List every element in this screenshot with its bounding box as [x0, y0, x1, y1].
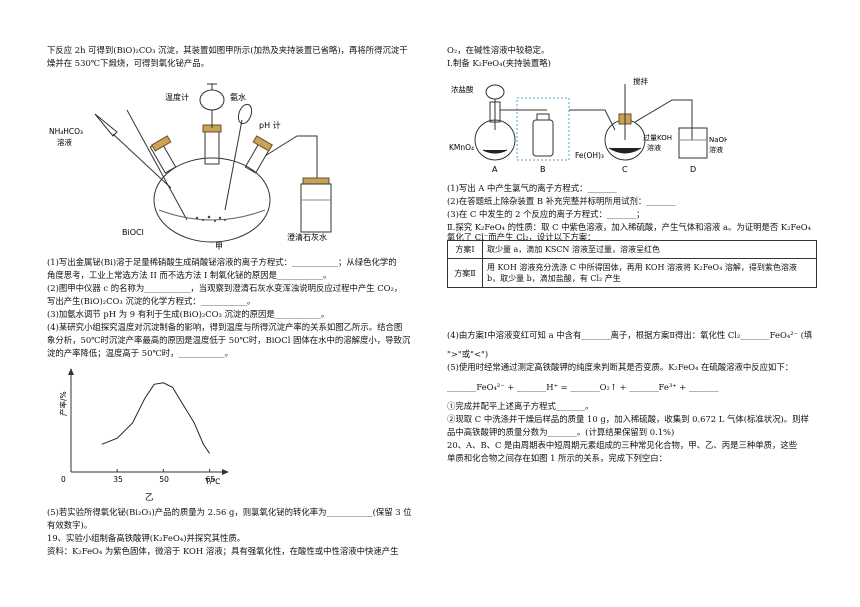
scheme-2-header: 方案Ⅱ — [447, 258, 483, 288]
q1-line2: 角度思考，工业上常选方法 II 而不选方法 I 制氧化铋的原因是________… — [47, 270, 332, 280]
right-text-2: Ⅰ.制备 K₂FeO₄(夹持装置略) — [447, 58, 551, 68]
r-q4-line2: ">"或"<") — [447, 349, 489, 359]
label-stir: 搅拌 — [633, 76, 648, 86]
label-ammonia: 氨水 — [230, 92, 246, 102]
table-row: 方案Ⅱ 用 KOH 溶液充分洗涤 C 中所得固体，再用 KOH 溶液将 K₂Fe… — [447, 258, 817, 288]
left-text-1: 下反应 2h 可得到(BiO)₂CO₃ 沉淀，其装置如图甲所示(加热及夹持装置已… — [47, 45, 408, 55]
figure-caption-yi: 乙 — [145, 493, 154, 503]
yield-curve — [101, 382, 211, 454]
q3-line: (3)加氨水调节 pH 为 9 有利于生成(BiO)₂CO₃ 沉淀的原因是___… — [47, 309, 330, 319]
yield-temperature-chart: 产率/% T/℃ 0 35 50 65 乙 — [58, 368, 229, 503]
label-koh-line1: 过量KOH — [643, 133, 672, 142]
y-axis-label: 产率/% — [58, 391, 68, 416]
label-nh4hco3-line2: 溶液 — [57, 137, 72, 147]
label-d: D — [690, 165, 696, 174]
label-ph-meter: pH 计 — [259, 120, 281, 130]
r-q20-line2: 单质和化合物之间存在如图 1 所示的关系，完成下列空白： — [447, 453, 668, 463]
q4-line1: (4)某研究小组探究温度对沉淀制备的影响，得到温度与所得沉淀产率的关系如图乙所示… — [47, 322, 403, 332]
label-kmno4: KMnO₄ — [449, 143, 474, 152]
bottle-b-placeholder — [516, 97, 570, 161]
apparatus-figure-jia: 温度计 氨水 pH 计 NH₄HCO₃ 溶液 BiOCl 澄清石灰水 甲 — [49, 83, 332, 250]
r-part2-line2: 氧化了 Cl⁻而产生 Cl₂，设计以下方案： — [447, 232, 596, 242]
label-a: A — [492, 165, 498, 174]
q4-line2: 象分析，50℃时沉淀产率最高的原因是温度低于 50℃时，BiOCl 固体在水中的… — [47, 335, 411, 345]
label-naoh-line2: 溶液 — [709, 145, 723, 154]
info-line: 资料：K₂FeO₄ 为紫色固体，微溶于 KOH 溶液；具有强氧化性，在酸性或中性… — [47, 546, 399, 556]
label-b: B — [540, 165, 546, 174]
r-q5-sub1: ①完成并配平上述离子方程式_______。 — [447, 401, 594, 411]
scheme-1-header: 方案Ⅰ — [447, 240, 483, 259]
label-c: C — [622, 165, 628, 174]
q1-line1: (1)写出金属铋(Bi)溶于足量稀硝酸生成硝酸铋溶液的离子方程式：_______… — [47, 257, 397, 267]
r-q4-line1: (4)由方案Ⅰ中溶液变红可知 a 中含有_______离子，根据方案Ⅱ得出：氧化… — [447, 330, 813, 340]
r-part2-line1: Ⅱ.探究 K₂FeO₄ 的性质：取 C 中紫色溶液，加入稀硫酸，产生气体和溶液 … — [447, 222, 812, 232]
x-tick-label: 35 — [113, 475, 123, 484]
label-naoh-line1: NaOH — [709, 136, 727, 144]
label-conc-hcl: 浓盐酸 — [451, 84, 474, 94]
r-q3-line: (3)在 C 中发生的 2 个反应的离子方程式：_______； — [447, 209, 645, 219]
label-feoh3: Fe(OH)₃ — [575, 151, 604, 160]
scheme-table: 方案Ⅰ 取少量 a，滴加 KSCN 溶液至过量，溶液呈红色 方案Ⅱ 用 KOH … — [447, 240, 817, 288]
figure-caption-jia: 甲 — [215, 242, 223, 250]
x-tick-label: 65 — [206, 475, 216, 484]
q2-line1: (2)图甲中仪器 c 的名称为___________，当观察到澄清石灰水变浑浊说… — [47, 283, 403, 293]
q5-line2: 有效数字)。 — [47, 520, 93, 530]
x-tick-label: 50 — [159, 475, 169, 484]
scheme-1-content: 取少量 a，滴加 KSCN 溶液至过量，溶液呈红色 — [482, 240, 817, 259]
scheme-2-content: 用 KOH 溶液充分洗涤 C 中所得固体，再用 KOH 溶液将 K₂FeO₄ 溶… — [482, 258, 817, 288]
label-nh4hco3-line1: NH₄HCO₃ — [49, 127, 83, 136]
left-text-2: 燥并在 530℃下煅烧，可得到氧化铋产品。 — [47, 58, 210, 68]
x-axis-arrow — [222, 469, 229, 475]
y-axis-arrow — [68, 368, 74, 375]
r-equation-line: _______FeO₄²⁻ + _______H⁺ = _______O₂↑ +… — [447, 382, 719, 392]
apparatus-figure-k2feo4: 浓盐酸 搅拌 KMnO₄ Fe(OH)₃ 过量KOH 溶液 NaOH 溶液 A … — [449, 76, 727, 174]
label-thermometer: 温度计 — [165, 92, 189, 102]
r-q1-line: (1)写出 A 中产生氯气的离子方程式：_______ — [447, 183, 617, 193]
r-q5-line1: (5)使用时经常通过测定高铁酸钾的纯度来判断其是否变质。K₂FeO₄ 在硫酸溶液… — [447, 362, 794, 372]
q2-line2: 写出产生(BiO)₂CO₃ 沉淀的化学方程式：___________。 — [47, 296, 256, 306]
q19-line: 19、实验小组制备高铁酸钾(K₂FeO₄)并探究其性质。 — [47, 533, 246, 543]
table-row: 方案Ⅰ 取少量 a，滴加 KSCN 溶液至过量，溶液呈红色 — [447, 240, 817, 259]
label-biocl: BiOCl — [122, 228, 144, 237]
label-koh-line2: 溶液 — [647, 143, 661, 152]
q4-line3: 淀的产率降低；温度高于 50℃时，___________。 — [47, 348, 233, 358]
r-q5-sub2-line2: 品中高铁酸钾的质量分数为_______。(计算结果保留到 0.1%) — [447, 427, 675, 437]
label-limewater: 澄清石灰水 — [287, 232, 327, 242]
x-axis-label: T/℃ — [204, 477, 221, 486]
x-tick-label: 0 — [61, 475, 66, 484]
r-q5-sub2-line1: ②现取 C 中洗涤并干燥后样品的质量 10 g，加入稀硫酸，收集到 0.672 … — [447, 414, 809, 424]
right-text-1: O₂，在碱性溶液中较稳定。 — [447, 45, 550, 55]
r-q20-line1: 20、A、B、C 是由周期表中短周期元素组成的三种常见化合物，甲、乙、丙是三种单… — [447, 440, 798, 450]
q5-line1: (5)若实验所得氧化铋(Bi₂O₃)产品的质量为 2.56 g，则氯氧化铋的转化… — [47, 507, 412, 517]
r-q2-line: (2)在答题纸上除杂装置 B 补充完整并标明所用试剂：_______ — [447, 196, 676, 206]
